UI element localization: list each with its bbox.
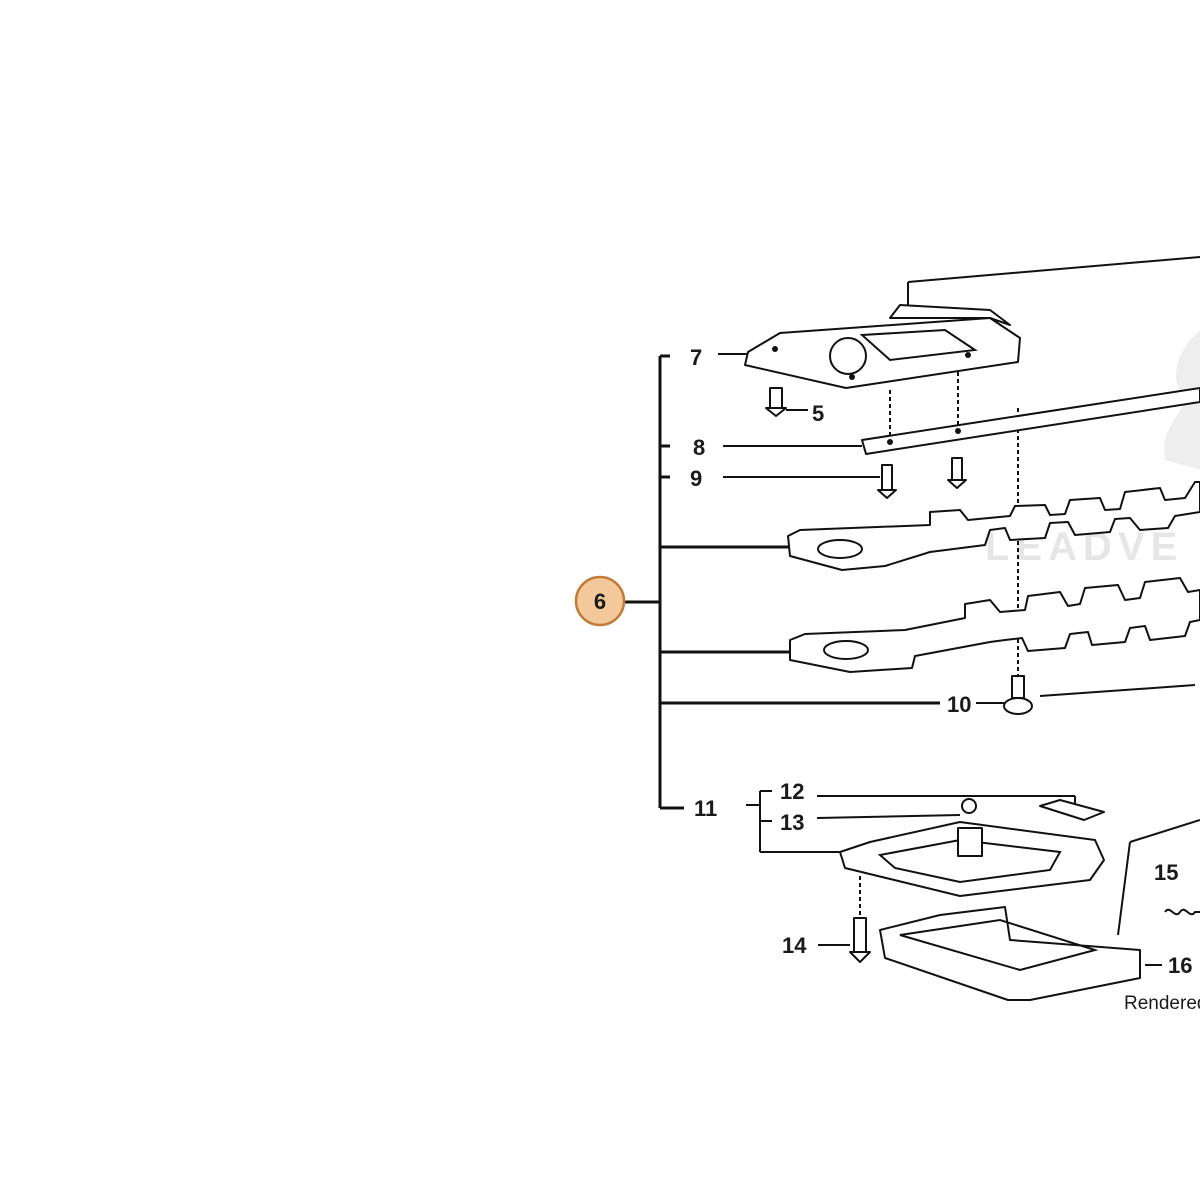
part-11-base-plate [839,821,1105,897]
group-6-bracket [625,354,940,810]
callout-13-label: 13 [780,810,804,835]
rendered-note: Rendered [1124,993,1200,1014]
part-16-tray [879,906,1141,1001]
upper-blade [787,481,1200,571]
callout-10-label: 10 [947,692,971,717]
part-5-screw [765,387,787,417]
callout-5-label: 5 [812,401,824,426]
part-9-screws [877,457,967,499]
callout-9-label: 9 [690,466,702,491]
callout-8-label: 8 [693,435,705,460]
callout-11-label: 11 [694,796,717,821]
leader-lines [718,256,1200,966]
flame-logo-icon [1164,330,1200,470]
part-8-bar [861,387,1200,455]
part-13-ball [961,798,977,814]
callout-7-label: 7 [690,345,702,370]
part-15-spring [1164,908,1200,916]
callout-6-highlight[interactable]: 6 [574,575,626,627]
callout-6-label: 6 [594,589,606,614]
lower-blade [789,577,1200,673]
callout-12-label: 12 [780,779,804,804]
callout-16-label: 16 [1168,953,1192,978]
callout-15-label: 15 [1154,860,1178,885]
callout-14-label: 14 [782,933,807,958]
callout-6-circle [574,575,626,627]
part-10-bolt [1003,675,1033,715]
part-7-cover-plate [744,304,1021,389]
part-12-small-plate [1039,799,1105,821]
part-14-screw [849,917,871,963]
